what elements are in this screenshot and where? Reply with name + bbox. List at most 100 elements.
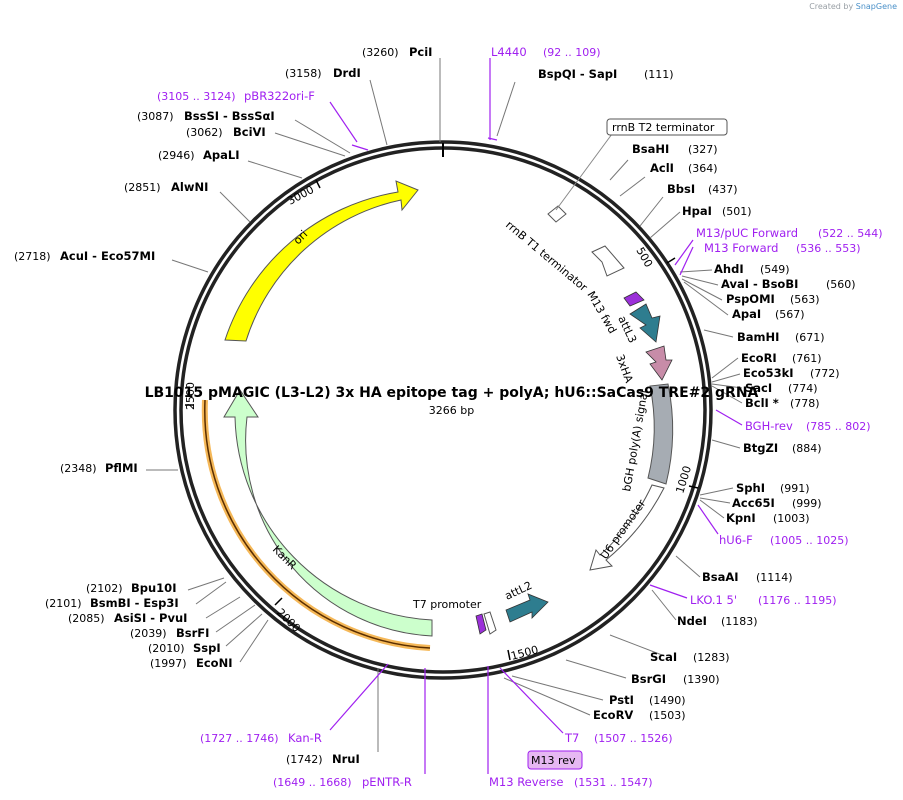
primer-m13-reverse-pos: (1531 .. 1547): [574, 776, 653, 789]
feature-t7-label: T7 promoter: [412, 598, 482, 611]
enzyme-saci-pos: (774): [788, 382, 818, 395]
feature-m13-rev-mark: [475, 613, 487, 635]
primer-bgh-rev: BGH-rev: [745, 419, 793, 433]
feature-ori: [224, 180, 419, 342]
m13-rev-highlight: [527, 750, 583, 770]
enzymes-right: BspQI - SapI (111) BsaHI (327) AclI (364…: [538, 67, 856, 722]
enzyme-acc65i: Acc65I: [732, 496, 775, 510]
enzyme-hpai: HpaI: [682, 204, 712, 218]
primer-kan-r: Kan-R: [288, 731, 322, 745]
enzyme-ahdi-pos: (549): [760, 263, 790, 276]
enzyme-saci: SacI: [745, 381, 772, 395]
enzyme-pflmi: PflMI: [105, 461, 138, 475]
enzyme-ecorv-pos: (1503): [649, 709, 686, 722]
primer-hu6-f: hU6-F: [719, 533, 753, 547]
features: ori KanR rrnB T1 terminator rrnB T2 term…: [201, 118, 728, 651]
primer-pentr-r: pENTR-R: [362, 775, 412, 789]
enzyme-ahdi: AhdI: [714, 262, 744, 276]
primer-l4440: L4440: [491, 45, 527, 59]
snapgene-logo: SnapGene: [855, 2, 897, 11]
enzyme-ndei-pos: (1183): [721, 615, 758, 628]
enzyme-sspi-pos: (2010): [148, 642, 185, 655]
primer-m13-rev: M13 rev: [531, 754, 576, 767]
enzyme-bsrfi-pos: (2039): [130, 627, 167, 640]
feature-rrnb-t1-terminator: [591, 245, 625, 277]
enzyme-econi-pos: (1997): [150, 657, 187, 670]
enzyme-sphi: SphI: [736, 481, 765, 495]
primer-pbr322ori-f: pBR322ori-F: [244, 89, 315, 103]
tick-500: 500: [633, 245, 655, 270]
enzyme-apai: ApaI: [732, 307, 761, 321]
feature-u6-promoter: [589, 484, 665, 571]
primer-lko1-5: LKO.1 5': [690, 593, 737, 607]
enzyme-eco53ki-pos: (772): [810, 367, 840, 380]
feature-m13-fwd: [623, 291, 645, 307]
enzyme-connectors: [146, 58, 743, 752]
enzyme-bbsi: BbsI: [667, 182, 695, 196]
enzyme-bcivi-pos: (3062): [186, 126, 223, 139]
enzyme-srui: NruI: [332, 752, 360, 766]
enzyme-pcii: PciI: [409, 45, 432, 59]
primer-pbr322ori-f-pos: (3105 .. 3124): [157, 90, 236, 103]
enzyme-avai-pos: (560): [826, 278, 856, 291]
enzyme-bsrfi: BsrFI: [176, 626, 209, 640]
enzyme-bsssi-pos: (3087): [137, 110, 174, 123]
feature-rrnb-t2-terminator: [547, 205, 567, 223]
enzyme-bsrgi: BsrGI: [631, 672, 666, 686]
enzyme-hpai-pos: (501): [722, 205, 752, 218]
enzyme-drdi: DrdI: [333, 66, 361, 80]
enzyme-bbsi-pos: (437): [708, 183, 738, 196]
enzyme-pcii-pos: (3260): [362, 46, 399, 59]
feature-m13-fwd-label: M13 fwd: [584, 289, 619, 336]
primer-kan-r-pos: (1727 .. 1746): [200, 732, 279, 745]
feature-rrnb-t2-label: rrnB T2 terminator: [612, 121, 715, 134]
enzyme-bspqi-pos: (111): [644, 68, 674, 81]
enzyme-psti: PstI: [609, 693, 634, 707]
feature-rrnb-t2-callout: [606, 118, 728, 136]
primer-m13-puc-forward-pos: (522 .. 544): [818, 227, 883, 240]
enzyme-bpu10i: Bpu10I: [131, 581, 176, 595]
primer-hu6-f-pos: (1005 .. 1025): [770, 534, 849, 547]
enzyme-bpu10i-pos: (2102): [86, 582, 123, 595]
enzyme-acui: AcuI - Eco57MI: [60, 249, 155, 263]
enzyme-sphi-pos: (991): [780, 482, 810, 495]
feature-3xha: [645, 345, 673, 381]
enzyme-srui-pos: (1742): [286, 753, 323, 766]
enzyme-asisi-pos: (2085): [68, 612, 105, 625]
enzymes-left: (3260) PciI (3158) DrdI (3087) BssSI - B…: [14, 45, 432, 766]
enzyme-bcli-pos: (778): [790, 397, 820, 410]
enzyme-apali: ApaLI: [203, 148, 240, 162]
snapgene-credit: Created by SnapGene: [809, 2, 897, 11]
enzyme-bamhi-pos: (671): [795, 331, 825, 344]
primer-t7: T7: [564, 731, 579, 745]
enzyme-sspi: SspI: [193, 641, 221, 655]
enzyme-kpni: KpnI: [726, 511, 756, 525]
enzyme-btgzi: BtgZI: [743, 441, 778, 455]
primer-m13-forward-pos: (536 .. 553): [796, 242, 861, 255]
enzyme-apai-pos: (567): [775, 308, 805, 321]
enzyme-bsaai-pos: (1114): [756, 571, 793, 584]
enzyme-avai: AvaI - BsoBI: [721, 277, 798, 291]
scale-ticks: 500 1000 1500 2000 2500 3000: [184, 179, 699, 663]
enzyme-bcivi: BciVI: [233, 125, 266, 139]
enzyme-asisi: AsiSI - PvuI: [114, 611, 187, 625]
enzyme-bsaai: BsaAI: [702, 570, 739, 584]
feature-attl2: [505, 593, 549, 623]
primer-t7-pos: (1507 .. 1526): [594, 732, 673, 745]
primer-m13-reverse: M13 Reverse: [489, 775, 563, 789]
primer-lko1-5-pos: (1176 .. 1195): [758, 594, 837, 607]
tick-3000: 3000: [285, 183, 316, 208]
feature-bgh-polya: [647, 383, 674, 485]
enzyme-kpni-pos: (1003): [773, 512, 810, 525]
plasmid-name: LB1015 pMAGIC (L3-L2) 3x HA epitope tag …: [144, 385, 759, 401]
enzyme-drdi-pos: (3158): [285, 67, 322, 80]
primer-bgh-rev-pos: (785 .. 802): [806, 420, 871, 433]
enzyme-acli: AclI: [650, 161, 674, 175]
primer-m13-forward: M13 Forward: [704, 241, 778, 255]
enzyme-bcli: BclI *: [745, 396, 779, 410]
tick-2500: 2500: [184, 382, 197, 410]
enzyme-apali-pos: (2946): [158, 149, 195, 162]
enzyme-bsahi-pos: (327): [688, 143, 718, 156]
enzyme-bsssi: BssSI - BssSαI: [184, 109, 275, 123]
enzyme-acui-pos: (2718): [14, 250, 51, 263]
